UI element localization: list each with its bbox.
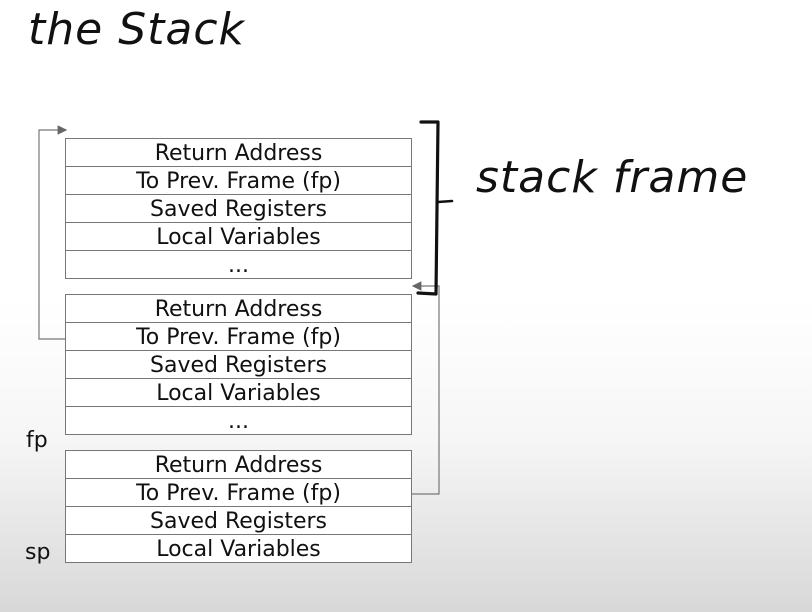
local-variables-cell: Local Variables (65, 378, 412, 407)
ellipsis-cell: ... (65, 406, 412, 435)
stack-frame-1: Return Address To Prev. Frame (fp) Saved… (65, 138, 412, 279)
prev-frame-link-arrow-left (38, 125, 68, 340)
return-address-cell: Return Address (65, 450, 412, 479)
prev-frame-pointer-cell: To Prev. Frame (fp) (65, 166, 412, 195)
fp-register-label: fp (26, 428, 48, 453)
ellipsis-cell: ... (65, 250, 412, 279)
saved-registers-cell: Saved Registers (65, 350, 412, 379)
local-variables-cell: Local Variables (65, 534, 412, 563)
stack-frame-3: Return Address To Prev. Frame (fp) Saved… (65, 450, 412, 563)
stack-frame-bracket (416, 120, 440, 296)
stack-frame-annotation: stack frame (476, 152, 749, 203)
sp-register-label: sp (25, 540, 51, 565)
saved-registers-cell: Saved Registers (65, 506, 412, 535)
local-variables-cell: Local Variables (65, 222, 412, 251)
prev-frame-pointer-cell: To Prev. Frame (fp) (65, 322, 412, 351)
prev-frame-link-arrow-right (411, 281, 440, 495)
prev-frame-pointer-cell: To Prev. Frame (fp) (65, 478, 412, 507)
diagram-title: the Stack (28, 4, 246, 55)
bracket-tick (436, 199, 454, 204)
stack-frame-2: Return Address To Prev. Frame (fp) Saved… (65, 294, 412, 435)
